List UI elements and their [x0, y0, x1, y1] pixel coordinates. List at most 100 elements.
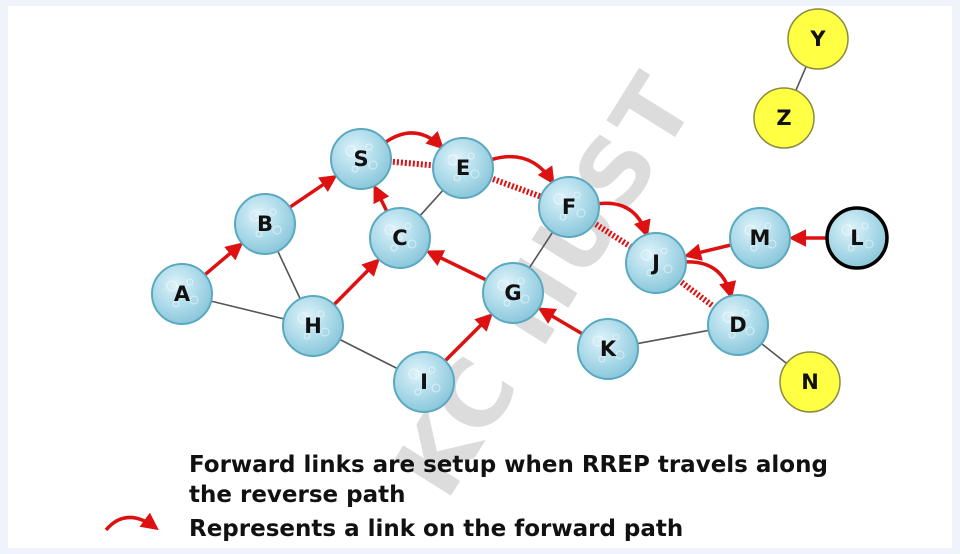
node-J-texture-4: [653, 260, 659, 266]
node-K-texture-2: [615, 350, 625, 360]
forward-arrow-G-C: [425, 250, 487, 282]
node-M-texture-3: [750, 244, 758, 252]
node-M-label: M: [750, 226, 771, 250]
node-E-texture-0: [447, 154, 459, 166]
node-I-texture-3: [414, 388, 422, 396]
node-H-texture-3: [303, 332, 311, 340]
node-L-texture-1: [861, 222, 869, 230]
node-D-texture-3: [728, 331, 736, 339]
forward-arrow-M-J: [683, 243, 732, 261]
node-H-texture-4: [310, 323, 316, 329]
node-F-label: F: [562, 195, 576, 219]
reverse-links-layer: [388, 158, 718, 311]
node-C-texture-2: [407, 239, 417, 249]
node-J-circle: [625, 232, 687, 294]
node-J: J: [625, 232, 687, 294]
node-J-texture-1: [660, 247, 668, 255]
node-M: M: [729, 207, 791, 269]
node-M-texture-1: [764, 222, 772, 230]
node-I-texture-4: [421, 379, 427, 385]
node-I-texture-0: [408, 368, 420, 380]
node-F-texture-3: [559, 213, 567, 221]
node-K: K: [577, 318, 639, 380]
forward-arrow-A-B: [203, 242, 244, 276]
node-F-texture-4: [566, 204, 572, 210]
reverse-link-S-E: [388, 158, 436, 169]
node-S-texture-0: [345, 145, 357, 157]
node-E-texture-1: [467, 152, 475, 160]
node-F-texture-2: [576, 208, 586, 218]
node-A-circle: [151, 263, 213, 325]
node-S-texture-3: [351, 165, 359, 173]
node-L-texture-0: [841, 224, 853, 236]
link-F-G: [528, 231, 554, 269]
node-A-texture-0: [166, 280, 178, 292]
legend-layer: [104, 512, 159, 532]
link-C-E: [419, 189, 444, 217]
node-L-texture-2: [864, 239, 874, 249]
node-H-texture-0: [297, 312, 309, 324]
node-J-texture-3: [646, 269, 654, 277]
node-G-label: G: [504, 281, 521, 305]
node-C-texture-0: [384, 224, 396, 236]
node-J-texture-2: [663, 264, 673, 274]
node-A-texture-4: [179, 291, 185, 297]
forward-arrow-H-C: [332, 258, 380, 306]
node-A-texture-3: [172, 300, 180, 308]
node-E: E: [432, 137, 494, 199]
node-A-texture-1: [186, 278, 194, 286]
node-G-circle: [482, 262, 544, 324]
node-C-circle: [369, 207, 431, 269]
node-K-texture-3: [598, 355, 606, 363]
node-B-texture-3: [255, 230, 263, 238]
node-F: F: [538, 176, 600, 238]
node-Z-circle: [753, 87, 815, 149]
node-E-texture-3: [453, 174, 461, 182]
node-I: I: [393, 351, 455, 413]
node-C: C: [369, 207, 431, 269]
node-Z: Z: [753, 87, 815, 149]
forward-arrow-F-J: [598, 201, 651, 238]
node-S-texture-1: [365, 143, 373, 151]
node-M-texture-0: [744, 224, 756, 236]
node-A: A: [151, 263, 213, 325]
node-G-texture-2: [520, 294, 530, 304]
node-Y: Y: [787, 8, 849, 70]
node-S-texture-2: [368, 160, 378, 170]
node-M-circle: [729, 207, 791, 269]
legend-forward-arrow: [104, 512, 159, 532]
node-K-texture-4: [605, 346, 611, 352]
node-S: S: [330, 128, 392, 190]
node-L-circle: [825, 206, 889, 270]
node-G-texture-0: [497, 279, 509, 291]
node-S-texture-4: [358, 156, 364, 162]
link-H-I: [339, 338, 398, 370]
node-H-label: H: [304, 314, 322, 338]
node-N: N: [779, 351, 841, 413]
node-I-texture-1: [428, 366, 436, 374]
node-H-texture-1: [317, 310, 325, 318]
node-H-circle: [282, 295, 344, 357]
node-S-label: S: [353, 147, 368, 171]
reverse-link-J-D: [676, 277, 718, 311]
node-L: L: [825, 206, 889, 270]
node-E-circle: [432, 137, 494, 199]
node-G-texture-1: [517, 277, 525, 285]
node-D-texture-2: [745, 326, 755, 336]
caption: Forward links are setup when RREP travel…: [189, 450, 828, 510]
node-K-label: K: [600, 337, 617, 361]
node-D-texture-0: [722, 311, 734, 323]
link-B-H: [277, 250, 301, 300]
node-F-texture-0: [553, 193, 565, 205]
node-G: G: [482, 262, 544, 324]
forward-arrow-J-D: [685, 260, 737, 300]
link-A-H: [210, 300, 285, 320]
forward-arrow-I-G: [443, 313, 493, 363]
node-D: D: [707, 294, 769, 356]
node-L-label: L: [850, 226, 863, 250]
node-D-texture-4: [735, 322, 741, 328]
node-E-label: E: [456, 156, 470, 180]
node-D-texture-1: [742, 309, 750, 317]
